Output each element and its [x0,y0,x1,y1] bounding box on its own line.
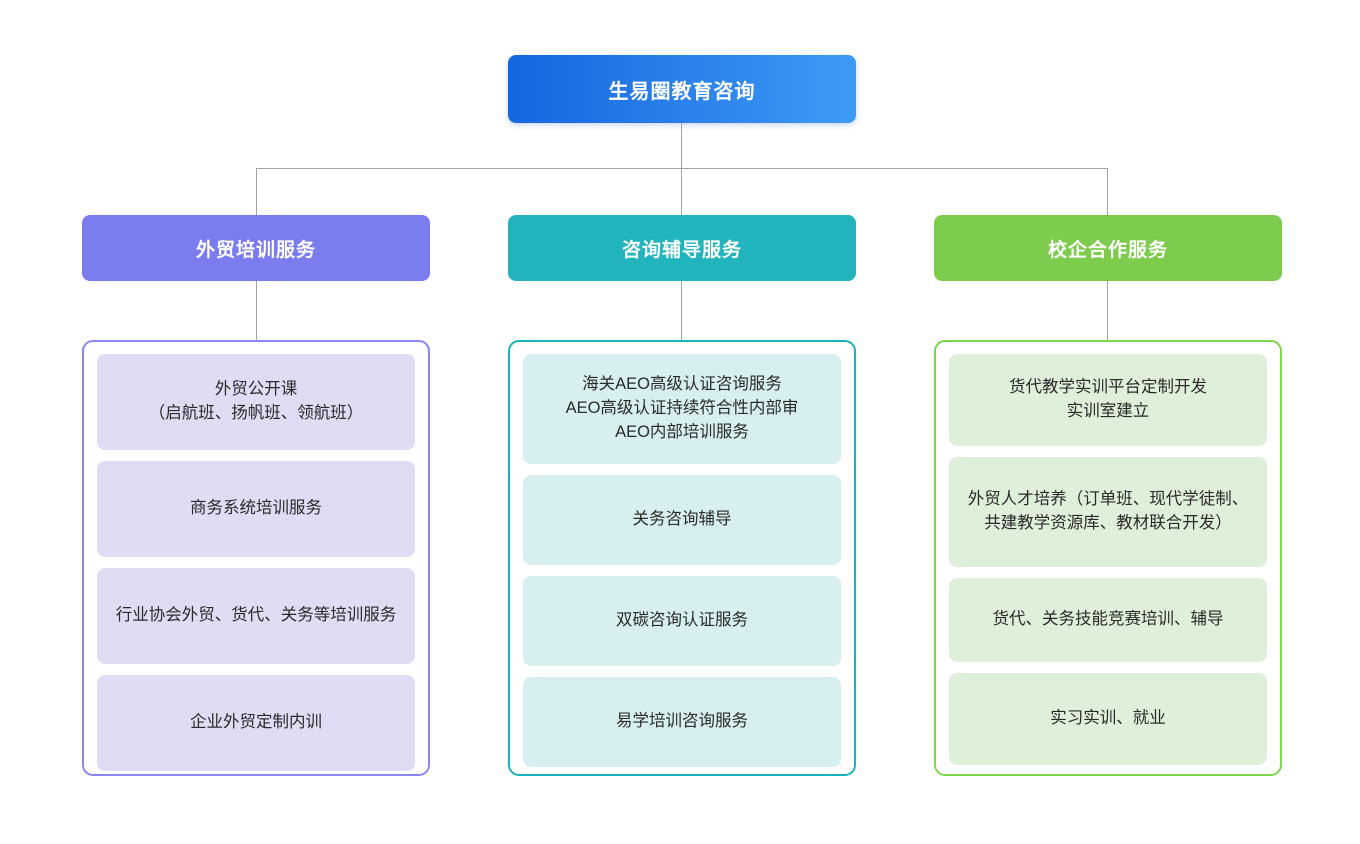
leaf-item[interactable]: 企业外贸定制内训 [97,675,415,771]
connector-branch-2-to-panel [681,281,682,340]
branch-column-1: 外贸培训服务 [82,215,430,281]
connector-to-branch-1 [256,168,257,215]
leaf-item[interactable]: 双碳咨询认证服务 [523,576,841,666]
branch-panel-3: 货代教学实训平台定制开发 实训室建立 外贸人才培养（订单班、现代学徒制、共建教学… [934,340,1282,776]
leaf-item[interactable]: 外贸人才培养（订单班、现代学徒制、共建教学资源库、教材联合开发） [949,457,1267,567]
branch-panel-1: 外贸公开课 （启航班、扬帆班、领航班） 商务系统培训服务 行业协会外贸、货代、关… [82,340,430,776]
branch-header-2[interactable]: 咨询辅导服务 [508,215,856,281]
connector-branch-1-to-panel [256,281,257,340]
leaf-item[interactable]: 海关AEO高级认证咨询服务 AEO高级认证持续符合性内部审 AEO内部培训服务 [523,354,841,464]
branch-column-3: 校企合作服务 [934,215,1282,281]
connector-branch-3-to-panel [1107,281,1108,340]
branch-column-2: 咨询辅导服务 [508,215,856,281]
branch-header-1[interactable]: 外贸培训服务 [82,215,430,281]
branch-header-2-label: 咨询辅导服务 [621,239,742,261]
leaf-item[interactable]: 外贸公开课 （启航班、扬帆班、领航班） [97,354,415,450]
leaf-item[interactable]: 关务咨询辅导 [523,475,841,565]
branch-header-3[interactable]: 校企合作服务 [934,215,1282,281]
root-node-label: 生易圈教育咨询 [608,80,756,103]
leaf-item[interactable]: 货代、关务技能竞赛培训、辅导 [949,578,1267,662]
branch-header-1-label: 外贸培训服务 [195,239,316,261]
leaf-item[interactable]: 行业协会外贸、货代、关务等培训服务 [97,568,415,664]
branch-header-3-label: 校企合作服务 [1047,239,1168,261]
branch-panel-2: 海关AEO高级认证咨询服务 AEO高级认证持续符合性内部审 AEO内部培训服务 … [508,340,856,776]
root-node[interactable]: 生易圈教育咨询 [508,55,856,123]
connector-to-branch-2 [681,168,682,215]
connector-root-stem [681,123,682,169]
leaf-item[interactable]: 货代教学实训平台定制开发 实训室建立 [949,354,1267,446]
connector-to-branch-3 [1107,168,1108,215]
leaf-item[interactable]: 商务系统培训服务 [97,461,415,557]
leaf-item[interactable]: 实习实训、就业 [949,673,1267,765]
leaf-item[interactable]: 易学培训咨询服务 [523,677,841,767]
